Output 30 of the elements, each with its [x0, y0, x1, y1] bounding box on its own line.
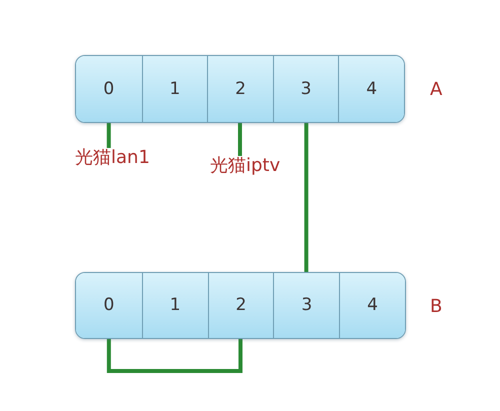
port-label: 光猫lan1 — [75, 148, 150, 168]
port-cell — [76, 56, 142, 122]
port-number: 4 — [366, 80, 378, 98]
port-label: 光猫iptv — [210, 156, 280, 176]
port-number: 3 — [300, 80, 312, 98]
port-strip — [75, 272, 406, 339]
port-number: 1 — [169, 80, 180, 98]
port-number: 3 — [301, 297, 312, 314]
leader-line — [106, 122, 111, 148]
port-cell — [76, 273, 142, 338]
port-number: 4 — [367, 297, 378, 314]
port-cell — [272, 56, 338, 122]
port-cell — [339, 273, 405, 338]
port-number: 2 — [235, 80, 246, 98]
port-cell — [142, 273, 208, 338]
port-number: 1 — [170, 297, 181, 314]
port-number: 0 — [103, 80, 114, 98]
strip-label: A — [430, 80, 442, 100]
cable-line — [106, 338, 242, 373]
port-number: 0 — [103, 297, 114, 314]
port-cell — [338, 56, 404, 122]
port-strip — [75, 55, 405, 123]
port-cell — [208, 273, 274, 338]
port-cell — [142, 56, 208, 122]
strip-label: B — [430, 297, 442, 317]
port-cell — [207, 56, 273, 122]
port-cell — [273, 273, 340, 338]
leader-line — [238, 122, 242, 156]
port-number: 2 — [236, 297, 246, 314]
cable-line — [304, 122, 308, 273]
